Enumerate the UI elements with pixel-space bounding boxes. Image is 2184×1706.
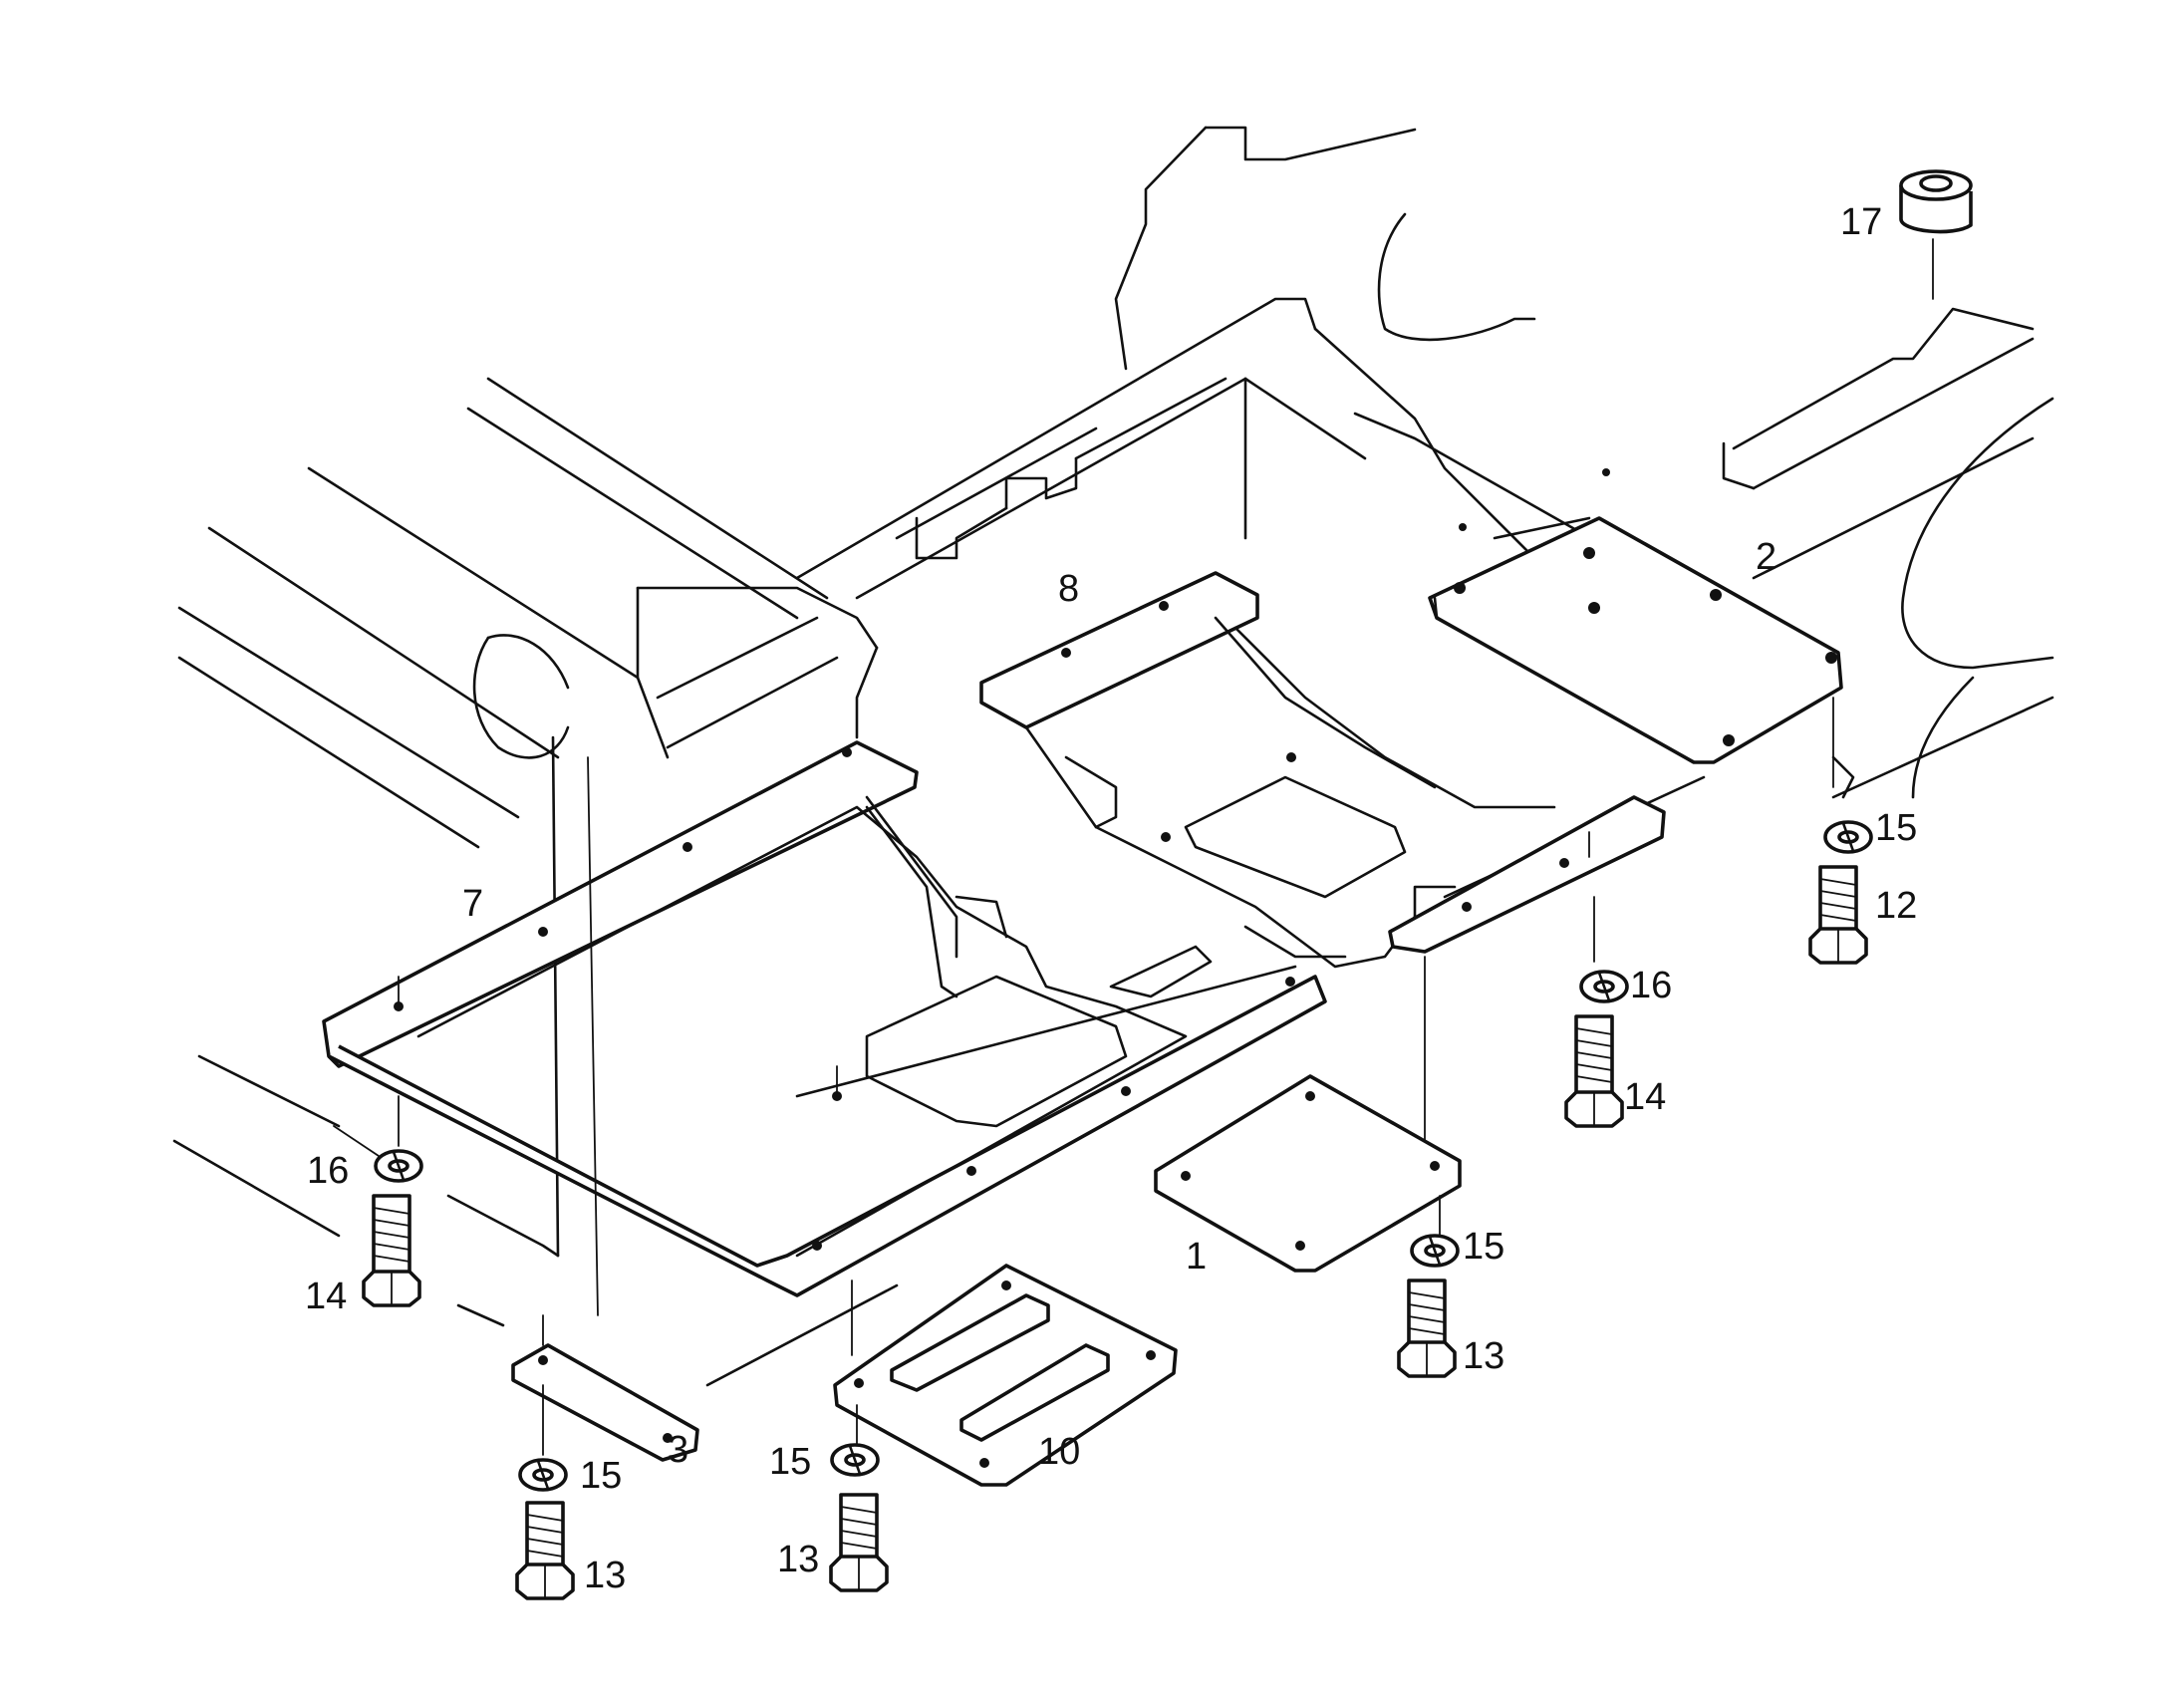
cover-plate-2 (1428, 468, 1843, 788)
ribbed-plate-10 (833, 1264, 1178, 1487)
bolt-icon (1564, 1014, 1624, 1128)
bolt-icon (1808, 865, 1868, 965)
bolt-icon (1397, 1279, 1457, 1378)
callout-16-right: 16 (1630, 965, 1673, 1006)
callout-12: 12 (1875, 885, 1918, 927)
bolt-icon (829, 1493, 889, 1592)
callout-16-left: 16 (307, 1150, 350, 1192)
strip-plate-3 (511, 1314, 699, 1462)
housing-casting (172, 126, 2054, 1387)
callout-15-upper-right: 15 (1875, 807, 1918, 849)
callout-2: 2 (1756, 536, 1777, 578)
callout-15-lower-center: 15 (769, 1441, 812, 1483)
callout-3: 3 (668, 1429, 689, 1471)
callout-7: 7 (462, 883, 484, 925)
callout-15-center-right: 15 (1463, 1226, 1505, 1268)
washer-icon (1579, 970, 1629, 1003)
callout-14-left: 14 (305, 1276, 348, 1317)
washer-icon (518, 1458, 568, 1492)
washer-icon (1410, 1234, 1460, 1268)
callout-14-right: 14 (1624, 1076, 1667, 1118)
washer-icon (374, 1149, 423, 1183)
frame-plate-7 (322, 740, 1327, 1356)
callout-13-center-right: 13 (1463, 1335, 1505, 1377)
plug-icon (1899, 169, 1973, 300)
bolt-icon (362, 1194, 421, 1307)
callout-13-lower-center: 13 (777, 1539, 820, 1580)
callout-17: 17 (1840, 201, 1883, 243)
callout-10: 10 (1038, 1431, 1081, 1473)
callout-8: 8 (1058, 568, 1080, 610)
callout-1: 1 (1186, 1236, 1208, 1278)
washer-icon (830, 1443, 880, 1477)
washer-icon (1823, 820, 1873, 854)
callout-15-lower-left: 15 (580, 1455, 623, 1497)
cover-plate-1 (1154, 1074, 1462, 1273)
bolt-icon (515, 1501, 575, 1600)
frame-plate-8 (979, 571, 1666, 1157)
leader-lines (333, 896, 1595, 1157)
callout-13-lower-left: 13 (584, 1555, 627, 1596)
